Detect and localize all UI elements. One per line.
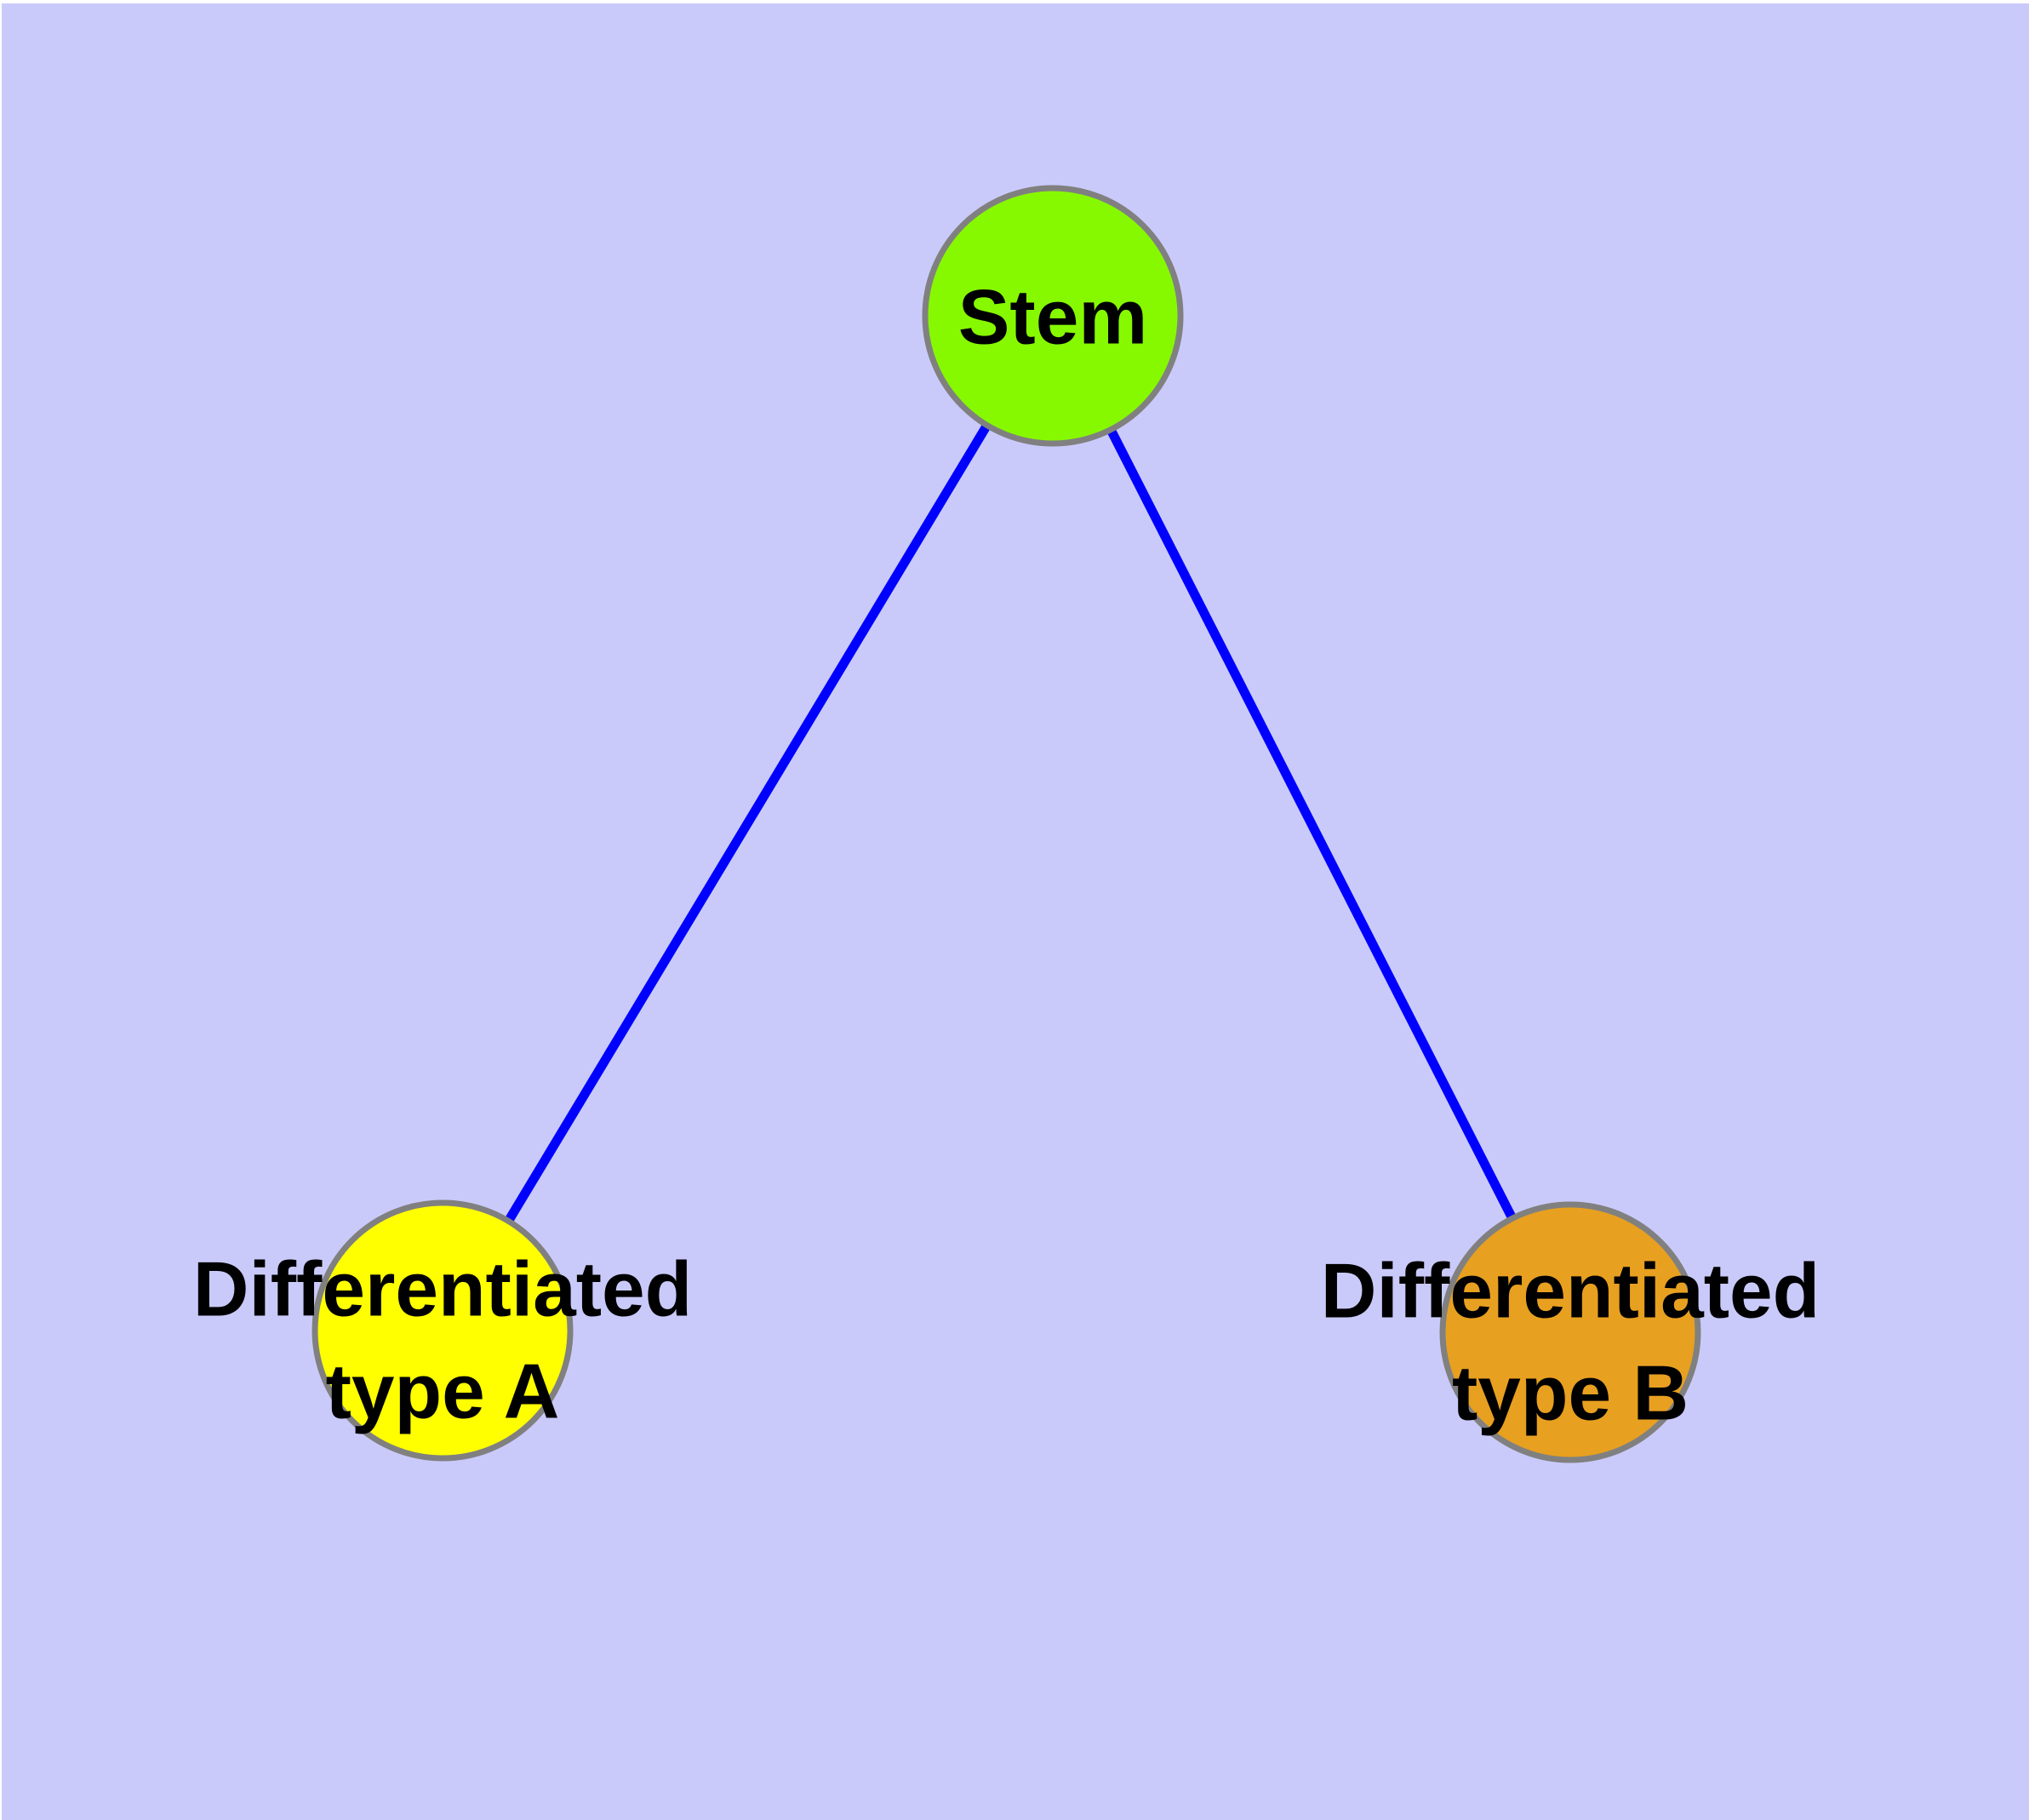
node-type-b-label-line1: Differentiated [1321,1249,1820,1335]
edge-stem-to-type-a [438,313,1057,1333]
node-stem-label: Stem [958,275,1148,361]
node-stem [922,185,1184,447]
node-differentiated-type-a [311,1199,574,1462]
edge-stem-to-type-b [1049,313,1575,1335]
node-type-a-label-line1: Differentiated [193,1247,693,1333]
node-differentiated-type-b [1439,1201,1701,1463]
node-type-a-label-line2: type A [326,1349,560,1435]
node-type-b-label-line2: type B [1452,1351,1689,1437]
